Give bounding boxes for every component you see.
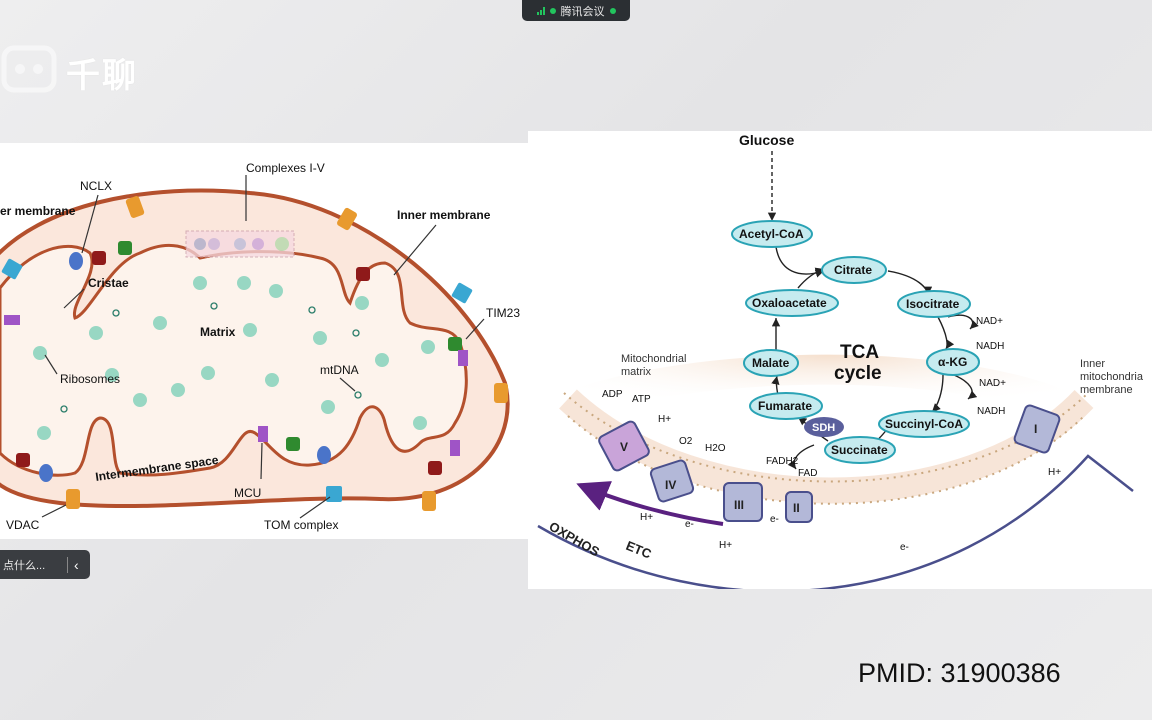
fadh2-label: FADH2 (766, 456, 799, 467)
oxaloacetate-label: Oxaloacetate (752, 296, 827, 310)
complexes-cluster (185, 230, 295, 258)
h-plus-label-4: H+ (1048, 467, 1061, 478)
recording-dot-icon (609, 7, 616, 14)
sidebar-prompt-text: 点什么... (3, 559, 46, 572)
mito-matrix-label-2: matrix (621, 366, 651, 378)
e-minus-label-3: e- (900, 542, 909, 553)
divider (67, 556, 68, 573)
fumarate-label: Fumarate (758, 399, 812, 413)
ribosomes-label: Ribosomes (60, 372, 120, 386)
nad-plus-label-2: NAD+ (979, 378, 1006, 389)
sdh-label: SDH (812, 422, 835, 434)
adp-label: ADP (602, 389, 623, 400)
malate-label: Malate (752, 356, 790, 370)
succinyl-coa-label: Succinyl-CoA (885, 417, 963, 431)
complex-iv-label: IV (665, 478, 676, 492)
glucose-label: Glucose (739, 132, 794, 148)
h-plus-label-2: H+ (640, 512, 653, 523)
signal-icon (536, 6, 545, 15)
mito-matrix-label-1: Mitochondrial (621, 353, 686, 365)
tca-oxphos-figure: V IV III II I Glucose Acetyl-CoA Citrate… (528, 131, 1152, 593)
inner-membrane-label: Inner membrane (397, 208, 491, 222)
mtdna-label: mtDNA (320, 363, 359, 377)
tom-complex-label: TOM complex (264, 518, 338, 532)
nadh-label-2: NADH (977, 406, 1005, 417)
complex-v-label: V (620, 440, 628, 454)
cristae-label: Cristae (88, 276, 129, 290)
akg-label: α-KG (938, 355, 967, 369)
oxphos-label: OXPHOS (547, 519, 603, 560)
succinate-label: Succinate (831, 443, 888, 457)
pmid-caption: PMID: 31900386 (858, 658, 1061, 688)
nad-plus-label-1: NAD+ (976, 316, 1003, 327)
watermark-logo (1, 45, 57, 93)
atp-label: ATP (632, 394, 651, 405)
inner-mito-label-3: membrane (1080, 384, 1133, 396)
fad-label: FAD (798, 468, 817, 479)
collapse-sidebar-button[interactable]: 点什么... ‹ (0, 550, 90, 579)
nclx-label: NCLX (80, 179, 112, 193)
nadh-label-1: NADH (976, 341, 1004, 352)
complexes-label: Complexes I-V (246, 161, 325, 175)
citrate-label: Citrate (834, 263, 872, 277)
complex-i-label: I (1034, 422, 1037, 436)
meeting-label: 腾讯会议 (560, 5, 605, 18)
mitochondria-structure-figure: er membrane NCLX Complexes I-V Inner mem… (0, 143, 528, 539)
h2o-label: H2O (705, 443, 726, 454)
h-plus-label-3: H+ (719, 540, 732, 551)
vdac-label: VDAC (6, 518, 40, 532)
status-dot-icon (549, 7, 556, 14)
watermark-text: 千聊 (66, 57, 138, 95)
tca-title-line1: TCA (840, 342, 879, 363)
h-plus-label-1: H+ (658, 414, 671, 425)
o2-label: O2 (679, 436, 693, 447)
isocitrate-label: Isocitrate (906, 297, 960, 311)
e-minus-label-1: e- (685, 519, 694, 530)
etc-label: ETC (624, 538, 654, 562)
tim23-label: TIM23 (486, 306, 520, 320)
mcu-label: MCU (234, 486, 261, 500)
chevron-left-icon[interactable]: ‹ (74, 556, 79, 573)
inner-mito-label-2: mitochondria (1080, 371, 1144, 383)
acetyl-coa-label: Acetyl-CoA (739, 227, 804, 241)
meeting-status-pill[interactable]: 腾讯会议 (522, 0, 630, 21)
tca-title-line2: cycle (834, 363, 882, 384)
matrix-label: Matrix (200, 325, 236, 339)
e-minus-label-2: e- (770, 514, 779, 525)
inner-mito-label-1: Inner (1080, 358, 1105, 370)
outer-membrane-label: er membrane (0, 204, 76, 218)
complex-ii-label: II (793, 501, 800, 515)
complex-iii-label: III (734, 498, 744, 512)
